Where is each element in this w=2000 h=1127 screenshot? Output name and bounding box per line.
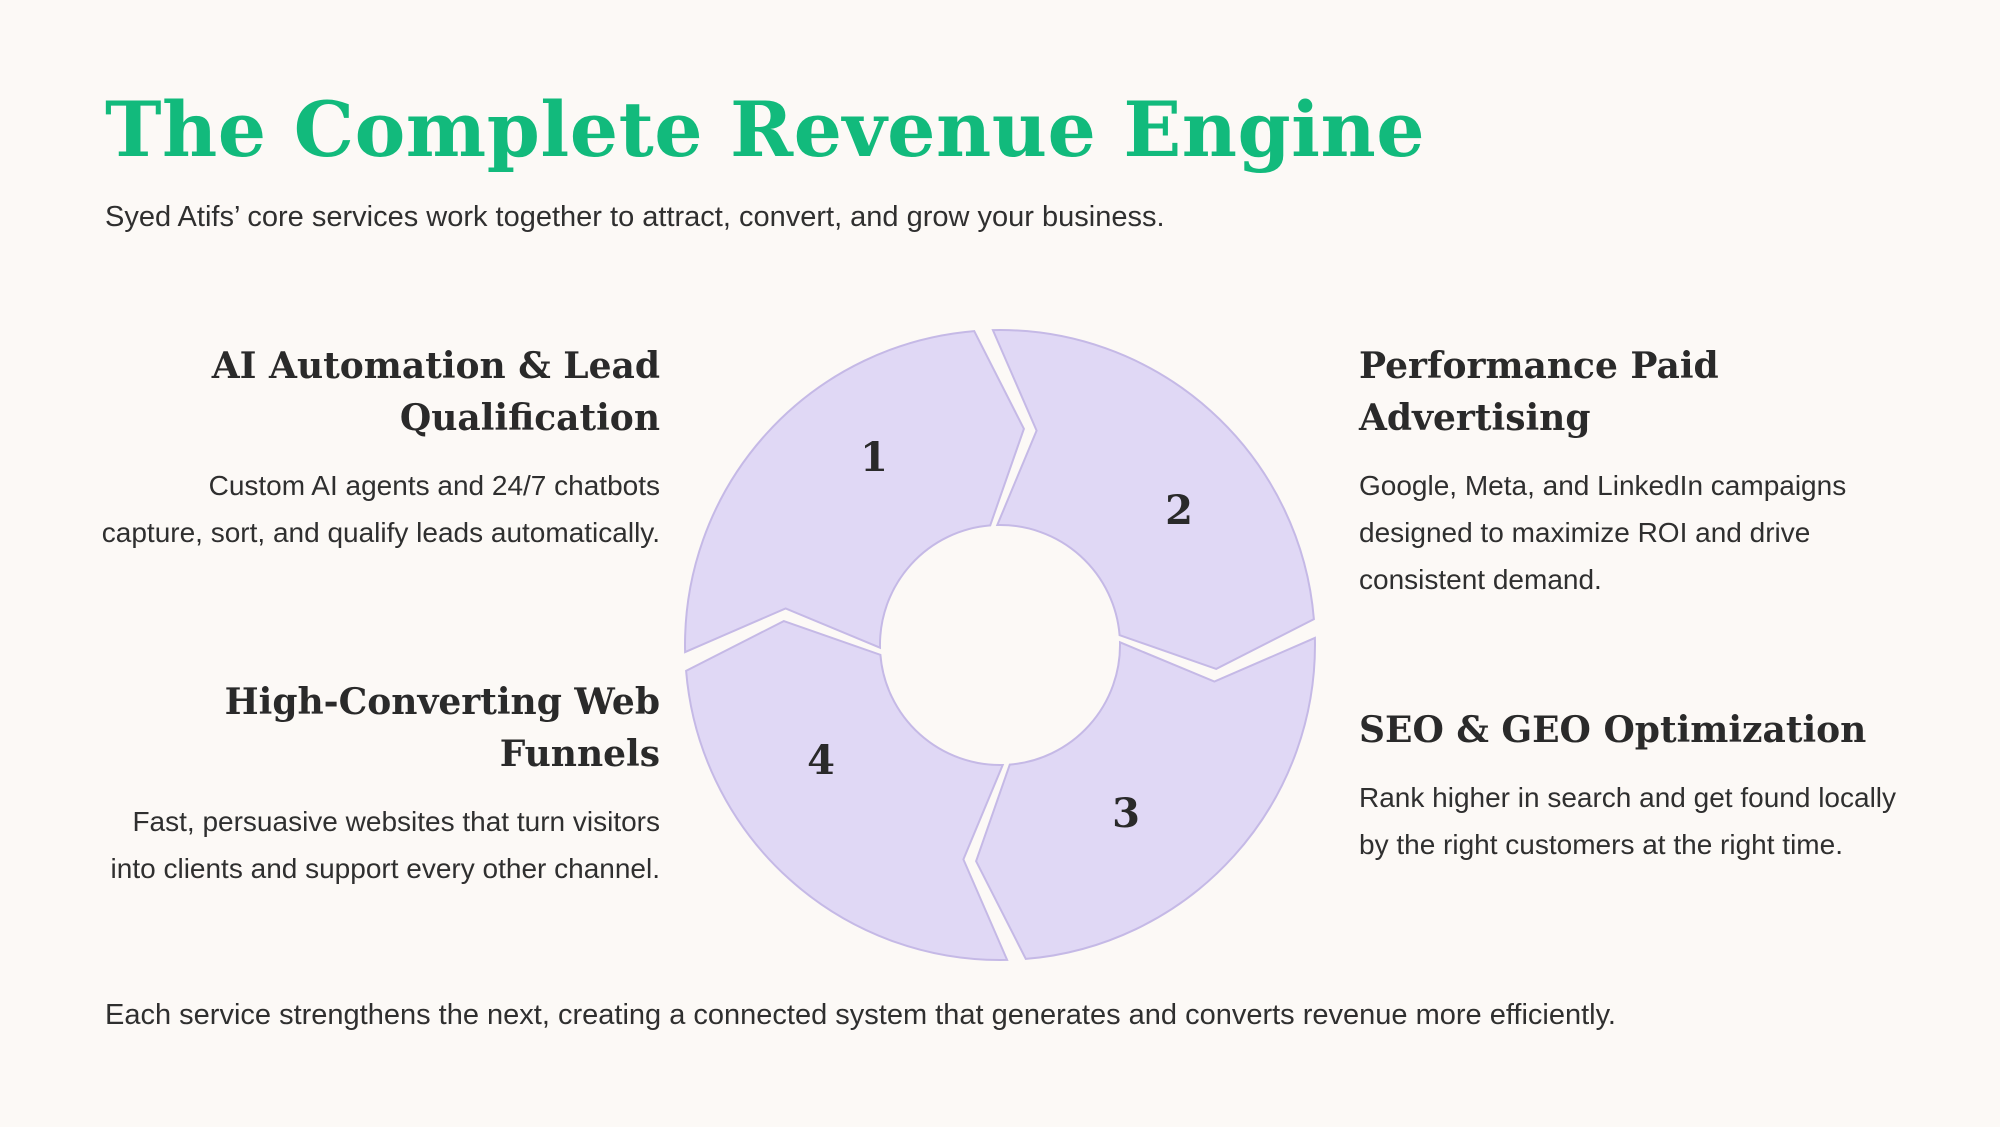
- cycle-segment-2: [975, 636, 1316, 960]
- page-subtitle: Syed Atifs’ core services work together …: [105, 201, 1165, 233]
- cycle-segment-1: [991, 329, 1315, 670]
- segment-number-2: 2: [1165, 487, 1193, 534]
- service-block-4: High-Converting Web Funnels Fast, persua…: [100, 676, 660, 892]
- footer-note: Each service strengthens the next, creat…: [105, 999, 1616, 1031]
- service-description: Custom AI agents and 24/7 chatbots captu…: [101, 470, 660, 548]
- service-block-1: AI Automation & Lead Qualification Custo…: [100, 340, 660, 556]
- page-title: The Complete Revenue Engine: [105, 85, 1426, 174]
- segment-number-3: 3: [1112, 790, 1140, 837]
- service-description: Rank higher in search and get found loca…: [1359, 782, 1897, 860]
- service-heading: High-Converting Web Funnels: [224, 681, 660, 775]
- service-heading: AI Automation & Lead Qualification: [211, 345, 660, 439]
- segment-number-4: 4: [807, 737, 835, 784]
- service-heading: SEO & GEO Optimization: [1359, 709, 1867, 751]
- service-heading: Performance Paid Advertising: [1359, 345, 1719, 439]
- segment-number-1: 1: [860, 434, 888, 481]
- cycle-segment-4: [684, 330, 1025, 654]
- service-description: Fast, persuasive websites that turn visi…: [110, 806, 660, 884]
- cycle-diagram: 1 2 3 4: [684, 329, 1316, 961]
- service-description: Google, Meta, and LinkedIn campaigns des…: [1359, 470, 1847, 595]
- service-block-3: SEO & GEO Optimization Rank higher in se…: [1359, 704, 1919, 868]
- cycle-segment-3: [685, 620, 1009, 961]
- service-block-2: Performance Paid Advertising Google, Met…: [1359, 340, 1919, 603]
